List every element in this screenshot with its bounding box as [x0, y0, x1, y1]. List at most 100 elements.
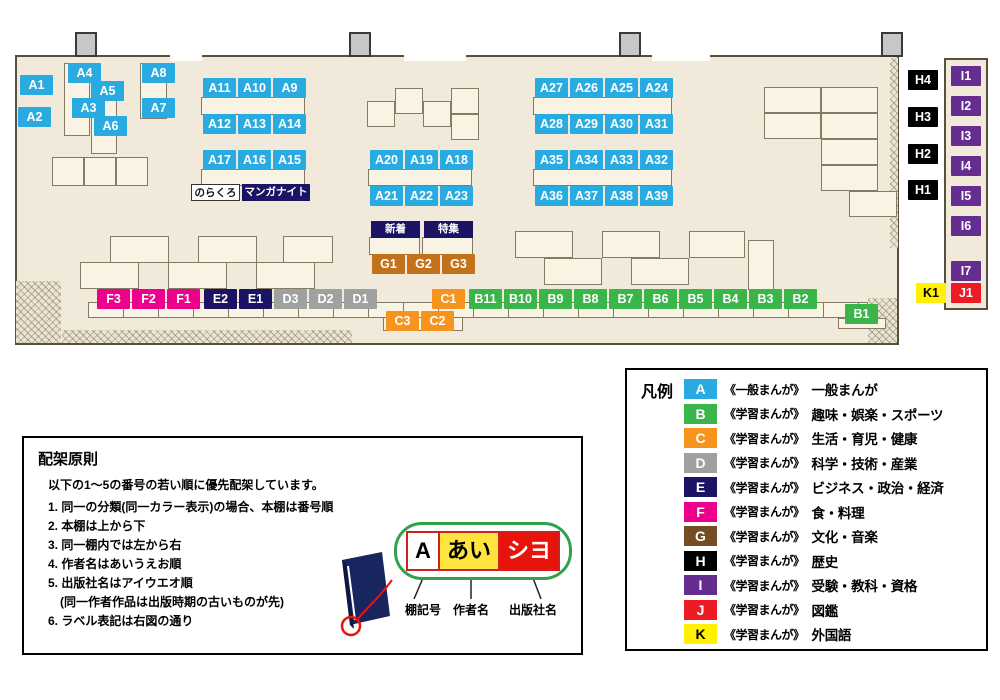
legend-category: 科学・技術・産業 [811, 456, 918, 472]
shelf-label-F3: F3 [97, 289, 130, 309]
shelf-label-B7: B7 [609, 289, 642, 309]
book-spine [342, 560, 354, 629]
shelf-label-G3: G3 [442, 254, 475, 274]
shelf-label-A4: A4 [68, 63, 101, 83]
connector-line-publisher [532, 577, 542, 600]
shelf-label-A35: A35 [535, 150, 568, 170]
pillar [75, 32, 97, 57]
shelf-label-B6: B6 [644, 289, 677, 309]
shelf-label-E1: E1 [239, 289, 272, 309]
legend-color-swatch: H [684, 550, 717, 571]
shelf-label-D3: D3 [274, 289, 307, 309]
shelf-label-I6: I6 [951, 216, 981, 236]
caption-author: 作者名 [453, 603, 490, 617]
shelf-label-D1: D1 [344, 289, 377, 309]
shelf-label-A14: A14 [273, 114, 306, 134]
legend-series: 《学習まんが》 [724, 407, 805, 422]
bookshelf [283, 236, 333, 263]
shelf-label-A23: A23 [440, 186, 473, 206]
shelf-label-C2: C2 [421, 311, 454, 331]
legend-row-D: D《学習まんが》科学・技術・産業 [684, 451, 944, 476]
principles-title: 配架原則 [38, 451, 99, 468]
bookshelf [602, 231, 660, 258]
shelf-label-A30: A30 [605, 114, 638, 134]
shelf-label-A38: A38 [605, 186, 638, 206]
legend-category: 趣味・娯楽・スポーツ [811, 407, 944, 423]
legend-category: 図鑑 [811, 603, 839, 619]
hatched-area [62, 330, 352, 343]
bookshelf [201, 97, 305, 115]
bookshelf [116, 157, 148, 186]
legend-color-swatch: B [684, 403, 717, 424]
shelf-label-I2: I2 [951, 96, 981, 116]
shelf-label-A16: A16 [238, 150, 271, 170]
shelf-label-A15: A15 [273, 150, 306, 170]
shelf-label-I1: I1 [951, 66, 981, 86]
legend-color-swatch: F [684, 501, 717, 522]
shelf-label-I4: I4 [951, 156, 981, 176]
shelf-label-A3: A3 [72, 98, 105, 118]
bookshelf [821, 139, 878, 165]
legend-color-swatch: K [684, 624, 717, 645]
shelf-label-B11: B11 [469, 289, 502, 309]
bookshelf [689, 231, 745, 258]
legend-series: 《学習まんが》 [724, 603, 805, 618]
bookshelf [168, 262, 227, 289]
shelf-label-I7: I7 [951, 261, 981, 281]
legend-row-I: I《学習まんが》受験・教科・資格 [684, 573, 944, 598]
label-example: A あい シヨ [394, 522, 572, 580]
shelf-label-A39: A39 [640, 186, 673, 206]
shelf-label-K1: K1 [916, 283, 946, 303]
shelf-label-A34: A34 [570, 150, 603, 170]
bookshelf [764, 87, 821, 113]
bookshelf [80, 262, 139, 289]
principle-rule: 1. 同一の分類(同一カラー表示)の場合、本棚は番号順 [48, 500, 334, 514]
principle-rule: 2. 本棚は上から下 [48, 519, 146, 533]
shelf-label-A24: A24 [640, 78, 673, 98]
principle-rule: 6. ラベル表記は右図の通り [48, 614, 194, 628]
legend-category: 一般まんが [811, 383, 878, 399]
door-opening [404, 51, 466, 61]
legend-row-H: H《学習まんが》歴史 [684, 549, 944, 574]
legend-color-swatch: C [684, 428, 717, 449]
caption-shelf-code: 棚記号 [405, 603, 442, 617]
legend-row-F: F《学習まんが》食・料理 [684, 500, 944, 525]
shelf-label-A33: A33 [605, 150, 638, 170]
pillar [619, 32, 641, 57]
shelf-label-J1: J1 [951, 283, 981, 303]
example-shelf-code: A [406, 531, 440, 571]
bookshelf [533, 169, 672, 186]
shelf-label-A29: A29 [570, 114, 603, 134]
shelf-label-A31: A31 [640, 114, 673, 134]
shelf-label-H1: H1 [908, 180, 938, 200]
bookshelf [849, 191, 897, 217]
bookshelf [367, 101, 395, 127]
bookshelf [821, 165, 878, 191]
book-edge-line [347, 565, 356, 621]
legend-color-swatch: J [684, 599, 717, 620]
shelf-label-A6: A6 [94, 116, 127, 136]
door-opening [652, 51, 710, 61]
shelf-label-A25: A25 [605, 78, 638, 98]
legend-color-swatch: G [684, 526, 717, 547]
legend-color-swatch: I [684, 575, 717, 596]
bookshelf [821, 113, 878, 139]
legend-series: 《学習まんが》 [724, 505, 805, 520]
map-tag: 特集 [424, 221, 473, 238]
shelf-label-B4: B4 [714, 289, 747, 309]
map-tag: マンガナイト [242, 184, 310, 201]
bookshelf [451, 114, 479, 140]
bookshelf [821, 87, 878, 113]
caption-publisher: 出版社名 [509, 603, 558, 617]
legend-series: 《学習まんが》 [724, 578, 805, 593]
door-opening [170, 51, 202, 61]
legend-title: 凡例 [641, 384, 674, 401]
shelf-label-D2: D2 [309, 289, 342, 309]
bookshelf [198, 236, 257, 263]
shelf-label-H4: H4 [908, 70, 938, 90]
shelf-label-A28: A28 [535, 114, 568, 134]
